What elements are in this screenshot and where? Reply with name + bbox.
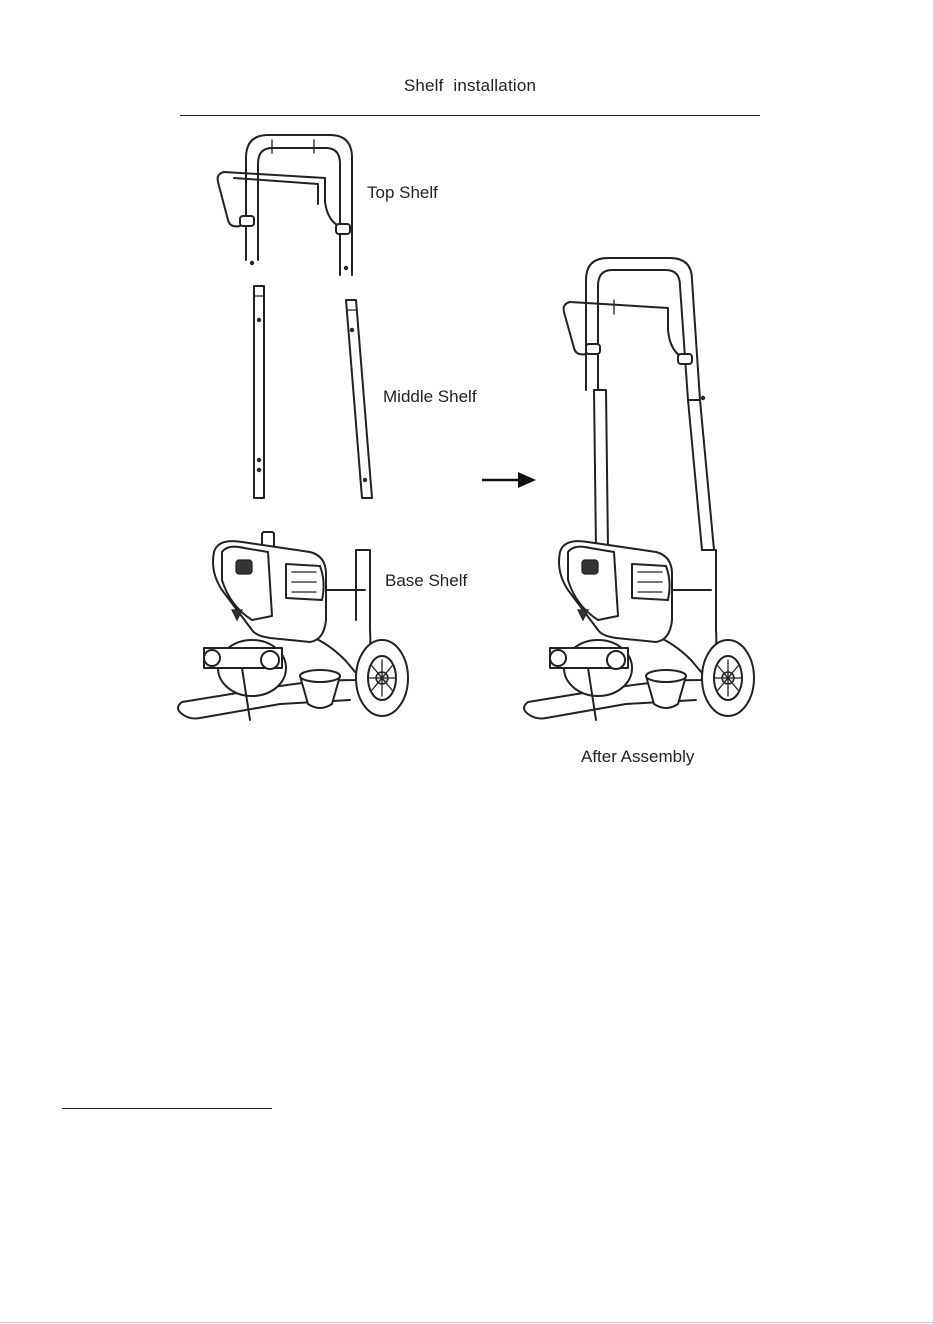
exploded-view-illustration [160, 120, 460, 750]
middle-shelf-label: Middle Shelf [383, 387, 477, 407]
assembled-base-shelf [524, 541, 754, 720]
base-shelf-part [178, 532, 408, 720]
arrow-right-icon [480, 468, 540, 492]
title-underline [180, 115, 760, 116]
page-bottom-border [0, 1322, 933, 1323]
footnote-separator [62, 1108, 272, 1109]
assembled-top-shelf [564, 258, 700, 400]
top-shelf-label: Top Shelf [367, 183, 438, 203]
middle-shelf-part [254, 286, 372, 498]
assembled-view-illustration [500, 240, 780, 740]
top-shelf-part [218, 135, 352, 275]
page-title: Shelf installation [180, 76, 760, 96]
assembled-middle-shelf [594, 390, 714, 550]
after-assembly-label: After Assembly [581, 747, 694, 767]
base-shelf-label: Base Shelf [385, 571, 467, 591]
